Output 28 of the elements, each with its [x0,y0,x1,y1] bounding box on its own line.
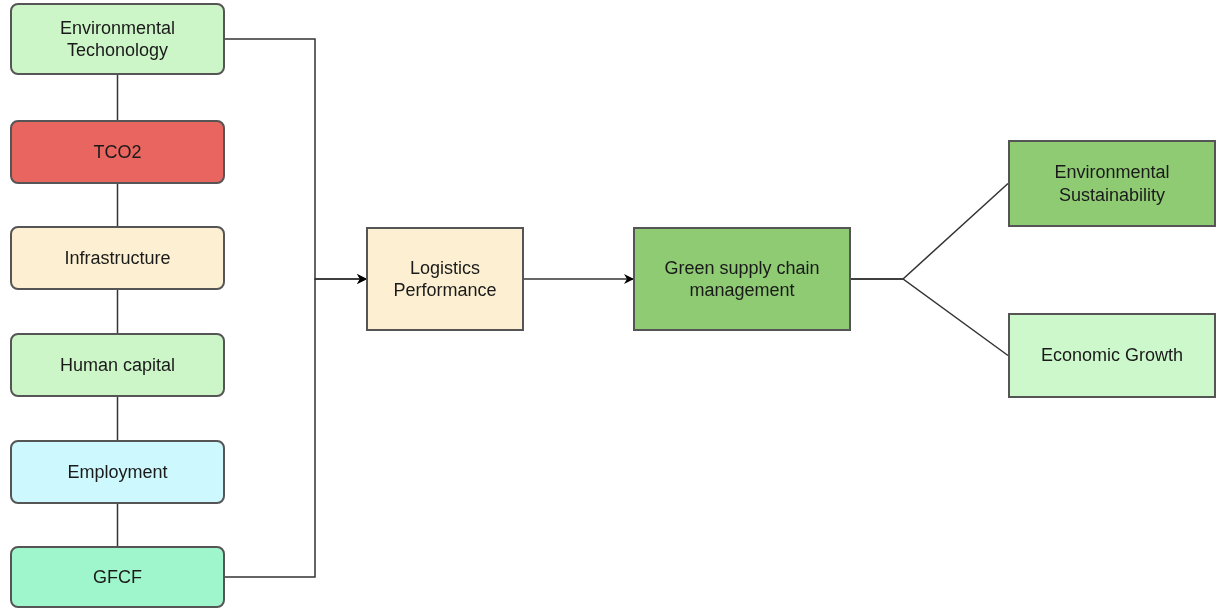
node-label: Economic Growth [1040,344,1184,367]
process-box [633,227,851,331]
node-label: Employment [67,460,168,484]
process-box [366,227,524,331]
arrow [224,274,367,578]
connector-line [116,183,119,227]
connector-line [116,289,119,334]
factor-box [10,546,225,608]
outcome-box [1008,140,1216,227]
arrow [523,274,634,284]
factor-box [10,333,225,397]
node-label: Logistics Performance [392,256,498,302]
node-label: GFCF [93,565,142,589]
connector-line [850,278,1009,357]
factor-box [10,120,225,184]
connector-line [116,74,119,121]
connector-line [116,396,119,441]
node-label: Infrastructure [64,246,171,270]
factor-box [10,3,225,75]
node-label: TCO2 [93,140,142,164]
outcome-box [1008,313,1216,398]
factor-box [10,440,225,504]
node-label: Green supply chain management [663,256,821,302]
node-label: Environmental Techonology [58,16,177,62]
connector-line [116,503,119,547]
node-label: Environmental Sustainability [1053,161,1171,206]
node-label: Human capital [59,353,176,377]
factor-box [10,226,225,290]
